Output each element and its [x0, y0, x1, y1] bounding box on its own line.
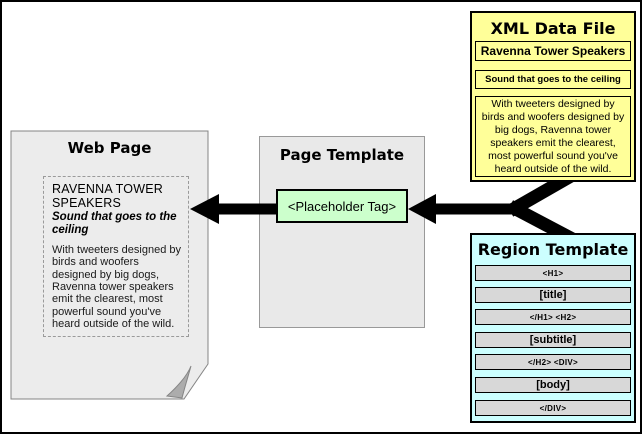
xml-field-subtitle: Sound that goes to the ceiling [475, 70, 631, 89]
placeholder-tag-box: <Placeholder Tag> [276, 189, 408, 223]
page-template-title: Page Template [279, 146, 405, 164]
xml-data-file-title: XML Data File [490, 19, 616, 38]
region-row-h1-open: <H1> [475, 265, 631, 281]
arrow-template-to-webpage [190, 194, 278, 224]
page-curl-icon [165, 365, 192, 399]
arrow-shaft [218, 203, 278, 215]
arrow-shaft [435, 203, 517, 215]
region-template-box: Region Template <H1> [title] </H1> <H2> … [470, 233, 636, 423]
region-row-body: [body] [475, 377, 631, 393]
xml-field-title: Ravenna Tower Speakers [475, 41, 631, 61]
placeholder-tag-label: <Placeholder Tag> [287, 198, 397, 214]
xml-field-body: With tweeters designed by birds and woof… [475, 96, 631, 177]
web-page-body-text: With tweeters designed by birds and woof… [52, 243, 182, 331]
web-page-heading: RAVENNA TOWER SPEAKERS [52, 182, 163, 210]
web-page-title: Web Page [67, 139, 152, 157]
web-page-subtitle: Sound that goes to the ceiling [52, 211, 177, 236]
region-template-title: Region Template [477, 240, 629, 259]
arrowhead-right-icon [408, 194, 436, 224]
arrowhead-left-icon [190, 194, 219, 224]
region-row-div-close: </DIV> [475, 400, 631, 416]
web-page-outline [10, 130, 209, 400]
region-row-title: [title] [475, 287, 631, 303]
region-row-h2-div: </H2> <DIV> [475, 354, 631, 370]
page-template-panel: Page Template <Placeholder Tag> [259, 136, 425, 328]
region-row-h1-h2: </H1> <H2> [475, 309, 631, 325]
xml-data-file-box: XML Data File Ravenna Tower Speakers Sou… [470, 11, 636, 182]
region-row-subtitle: [subtitle] [475, 332, 631, 348]
web-page-rendered-region: RAVENNA TOWER SPEAKERS Sound that goes t… [43, 176, 189, 337]
